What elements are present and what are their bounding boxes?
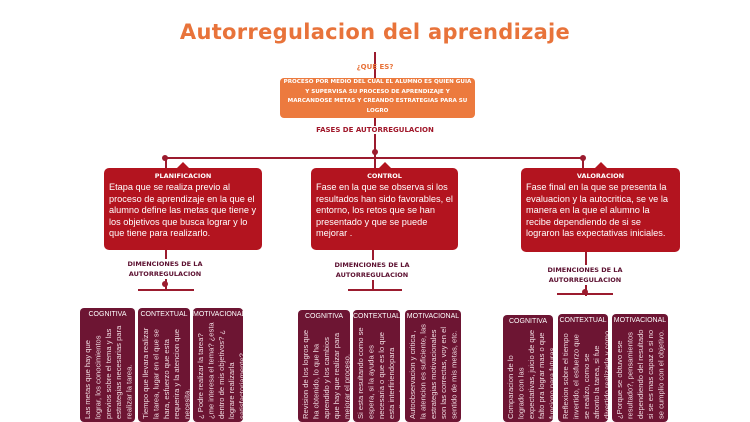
card-text: Reflexion sobre el tiempo invertido, el …	[561, 330, 608, 419]
card-control-contextual: CONTEXTUAL Si esta resultando como se esp…	[353, 310, 400, 422]
card-title: MOTIVACIONAL	[193, 311, 243, 318]
phase-planificacion: PLANIFICACION Etapa que se realiza previ…	[104, 162, 262, 250]
definition-box: PROCESO POR MEDIO DEL CUAL EL ALUMNO ES …	[280, 78, 475, 118]
phases-label: FASES DE AUTORREGULACION	[290, 126, 460, 134]
question-label: ¿QUE ES?	[356, 63, 394, 71]
card-text: ¿Porque se obtuvo ese resultado?, pensam…	[615, 329, 666, 419]
card-control-motivacional: MOTIVACIONAL Autoobservacion y critica , …	[405, 310, 461, 422]
card-title: COGNITIVA	[305, 313, 343, 320]
card-control-cognitiva: COGNITIVA Revision de los logros que ha o…	[298, 310, 350, 422]
phase-text: Fase en la que se observa si los resulta…	[316, 182, 453, 239]
dim-line	[138, 289, 194, 291]
card-text: Revision de los logros que ha obtenido, …	[301, 329, 350, 419]
dim-line	[348, 289, 402, 291]
dimensions-label: DIMENCIONES DE LA AUTORREGULACION	[115, 259, 215, 279]
card-title: MOTIVACIONAL	[406, 313, 460, 320]
phase-text: Etapa que se realiza previo al proceso d…	[109, 182, 257, 239]
phase-control: CONTROL Fase en la que se observa si los…	[311, 162, 458, 250]
card-text: ¿ Podre realizar la tarea? ¿me interesa …	[196, 322, 243, 419]
card-planificacion-contextual: CONTEXTUAL Tiempo que llevara realizar la…	[138, 308, 190, 422]
card-text: Comparacion de lo logrado con las expect…	[506, 329, 553, 419]
phase-valoracion: VALORACION Fase final en la que se prese…	[521, 162, 680, 252]
card-title: CONTEXTUAL	[353, 313, 400, 320]
card-text: Las metas que hay que lograr, los conoci…	[83, 325, 134, 419]
card-valoracion-motivacional: MOTIVACIONAL ¿Porque se obtuvo ese result…	[612, 314, 668, 422]
node-dot	[582, 289, 588, 295]
card-title: CONTEXTUAL	[559, 317, 607, 324]
connector	[374, 52, 376, 78]
card-title: COGNITIVA	[509, 318, 547, 325]
page-title: Autorregulacion del aprendizaje	[179, 20, 571, 44]
phase-text: Fase final en la que se presenta la eval…	[526, 182, 668, 239]
node-dot	[162, 281, 168, 287]
card-text: Tiempo que llevara realizar la tarea, lu…	[141, 327, 190, 419]
card-planificacion-motivacional: MOTIVACIONAL ¿ Podre realizar la tarea? ¿…	[193, 308, 243, 422]
connector	[374, 157, 376, 169]
dimensions-label: DIMENCIONES DE LA AUTORREGULACION	[322, 260, 422, 280]
connector	[582, 157, 584, 169]
card-text: Autoobservacion y critica , la atencion …	[408, 324, 459, 419]
card-title: CONTEXTUAL	[140, 311, 188, 318]
dimensions-label: DIMENCIONES DE LA AUTORREGULACION	[535, 265, 635, 285]
card-planificacion-cognitiva: COGNITIVA Las metas que hay que lograr, l…	[80, 308, 135, 422]
phase-title: CONTROL	[367, 172, 402, 180]
card-valoracion-cognitiva: COGNITIVA Comparacion de lo logrado con l…	[503, 315, 553, 422]
phase-title: VALORACION	[576, 172, 625, 180]
card-title: MOTIVACIONAL	[613, 317, 667, 324]
connector	[165, 157, 167, 169]
phase-title: PLANIFICACION	[154, 172, 212, 180]
card-valoracion-contextual: CONTEXTUAL Reflexion sobre el tiempo inve…	[558, 314, 608, 422]
node-dot	[372, 149, 378, 155]
connector	[374, 118, 376, 158]
card-title: COGNITIVA	[88, 311, 127, 318]
card-text: Si esta resultando como se espera, si la…	[356, 327, 400, 419]
